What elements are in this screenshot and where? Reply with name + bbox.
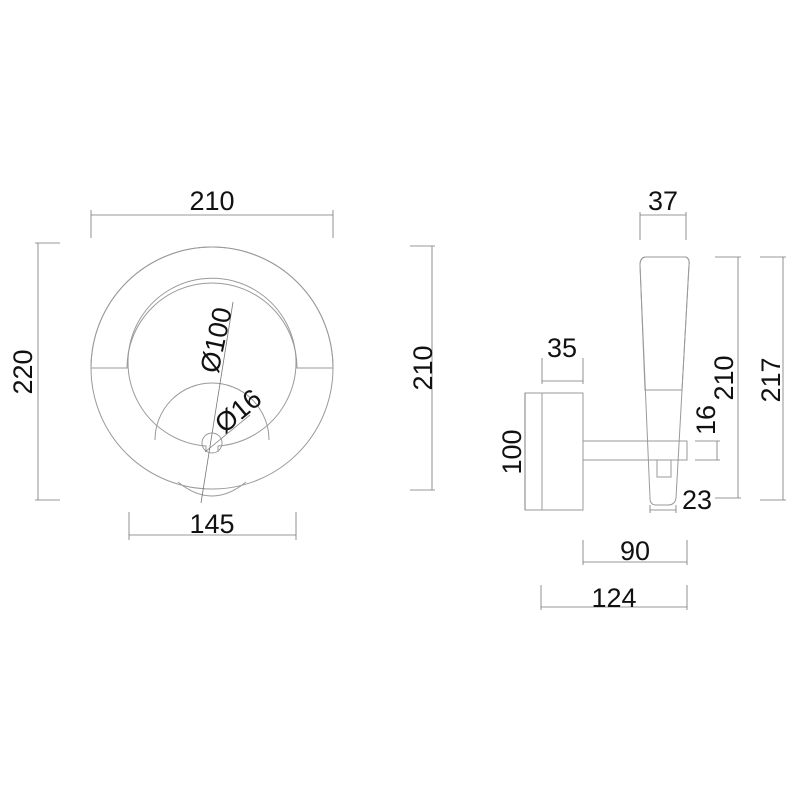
dim-label: 210: [408, 345, 438, 390]
inner-half-circle: [154, 382, 270, 441]
shade-clip: [656, 459, 672, 478]
dim-label: 220: [8, 349, 38, 394]
hole-diameter-label: Ø16: [209, 383, 267, 439]
dim-arm-length: 90: [582, 536, 688, 566]
dim-shade-width: 37: [639, 186, 687, 240]
dim-label: 23: [682, 485, 712, 515]
outer-ring: [90, 246, 334, 490]
dim-plate-height: 100: [497, 393, 527, 510]
arm: [582, 440, 688, 461]
dim-ring-height: 210: [408, 245, 438, 491]
dim-label: 217: [756, 357, 786, 402]
side-view: 37 35 100 16 210 217: [497, 186, 786, 613]
dim-plate-depth: 35: [541, 333, 584, 384]
dim-label: 210: [189, 186, 234, 216]
front-view: 210 220 210 145 Ø100 Ø16: [8, 186, 438, 540]
base-mount: [177, 481, 247, 497]
inner-opening: [127, 277, 297, 452]
dim-label: 90: [620, 536, 650, 566]
dim-height: 220: [8, 242, 60, 501]
dim-width: 210: [90, 186, 334, 238]
dim-label: 37: [648, 186, 678, 216]
dim-label: 145: [189, 509, 234, 539]
hole-leader: [204, 414, 251, 453]
dim-label: 210: [709, 355, 739, 400]
wall-plate: [524, 392, 584, 511]
inner-diameter-label: Ø100: [195, 305, 238, 376]
dim-label: 35: [547, 333, 577, 363]
shade: [639, 256, 690, 506]
dim-label: 124: [591, 583, 636, 613]
diameter-leader: [200, 301, 234, 504]
dim-label: 16: [691, 405, 721, 435]
dim-shade-bottom: 23: [649, 485, 712, 515]
dim-shade-height: 210: [709, 256, 741, 499]
dim-total-height: 217: [756, 256, 786, 501]
dim-label: 100: [497, 429, 527, 474]
dim-total-depth: 124: [540, 583, 688, 613]
dim-arm-height: 16: [691, 405, 721, 461]
dim-base-width: 145: [128, 509, 297, 540]
hatched-shade-diffuser: [639, 256, 690, 391]
